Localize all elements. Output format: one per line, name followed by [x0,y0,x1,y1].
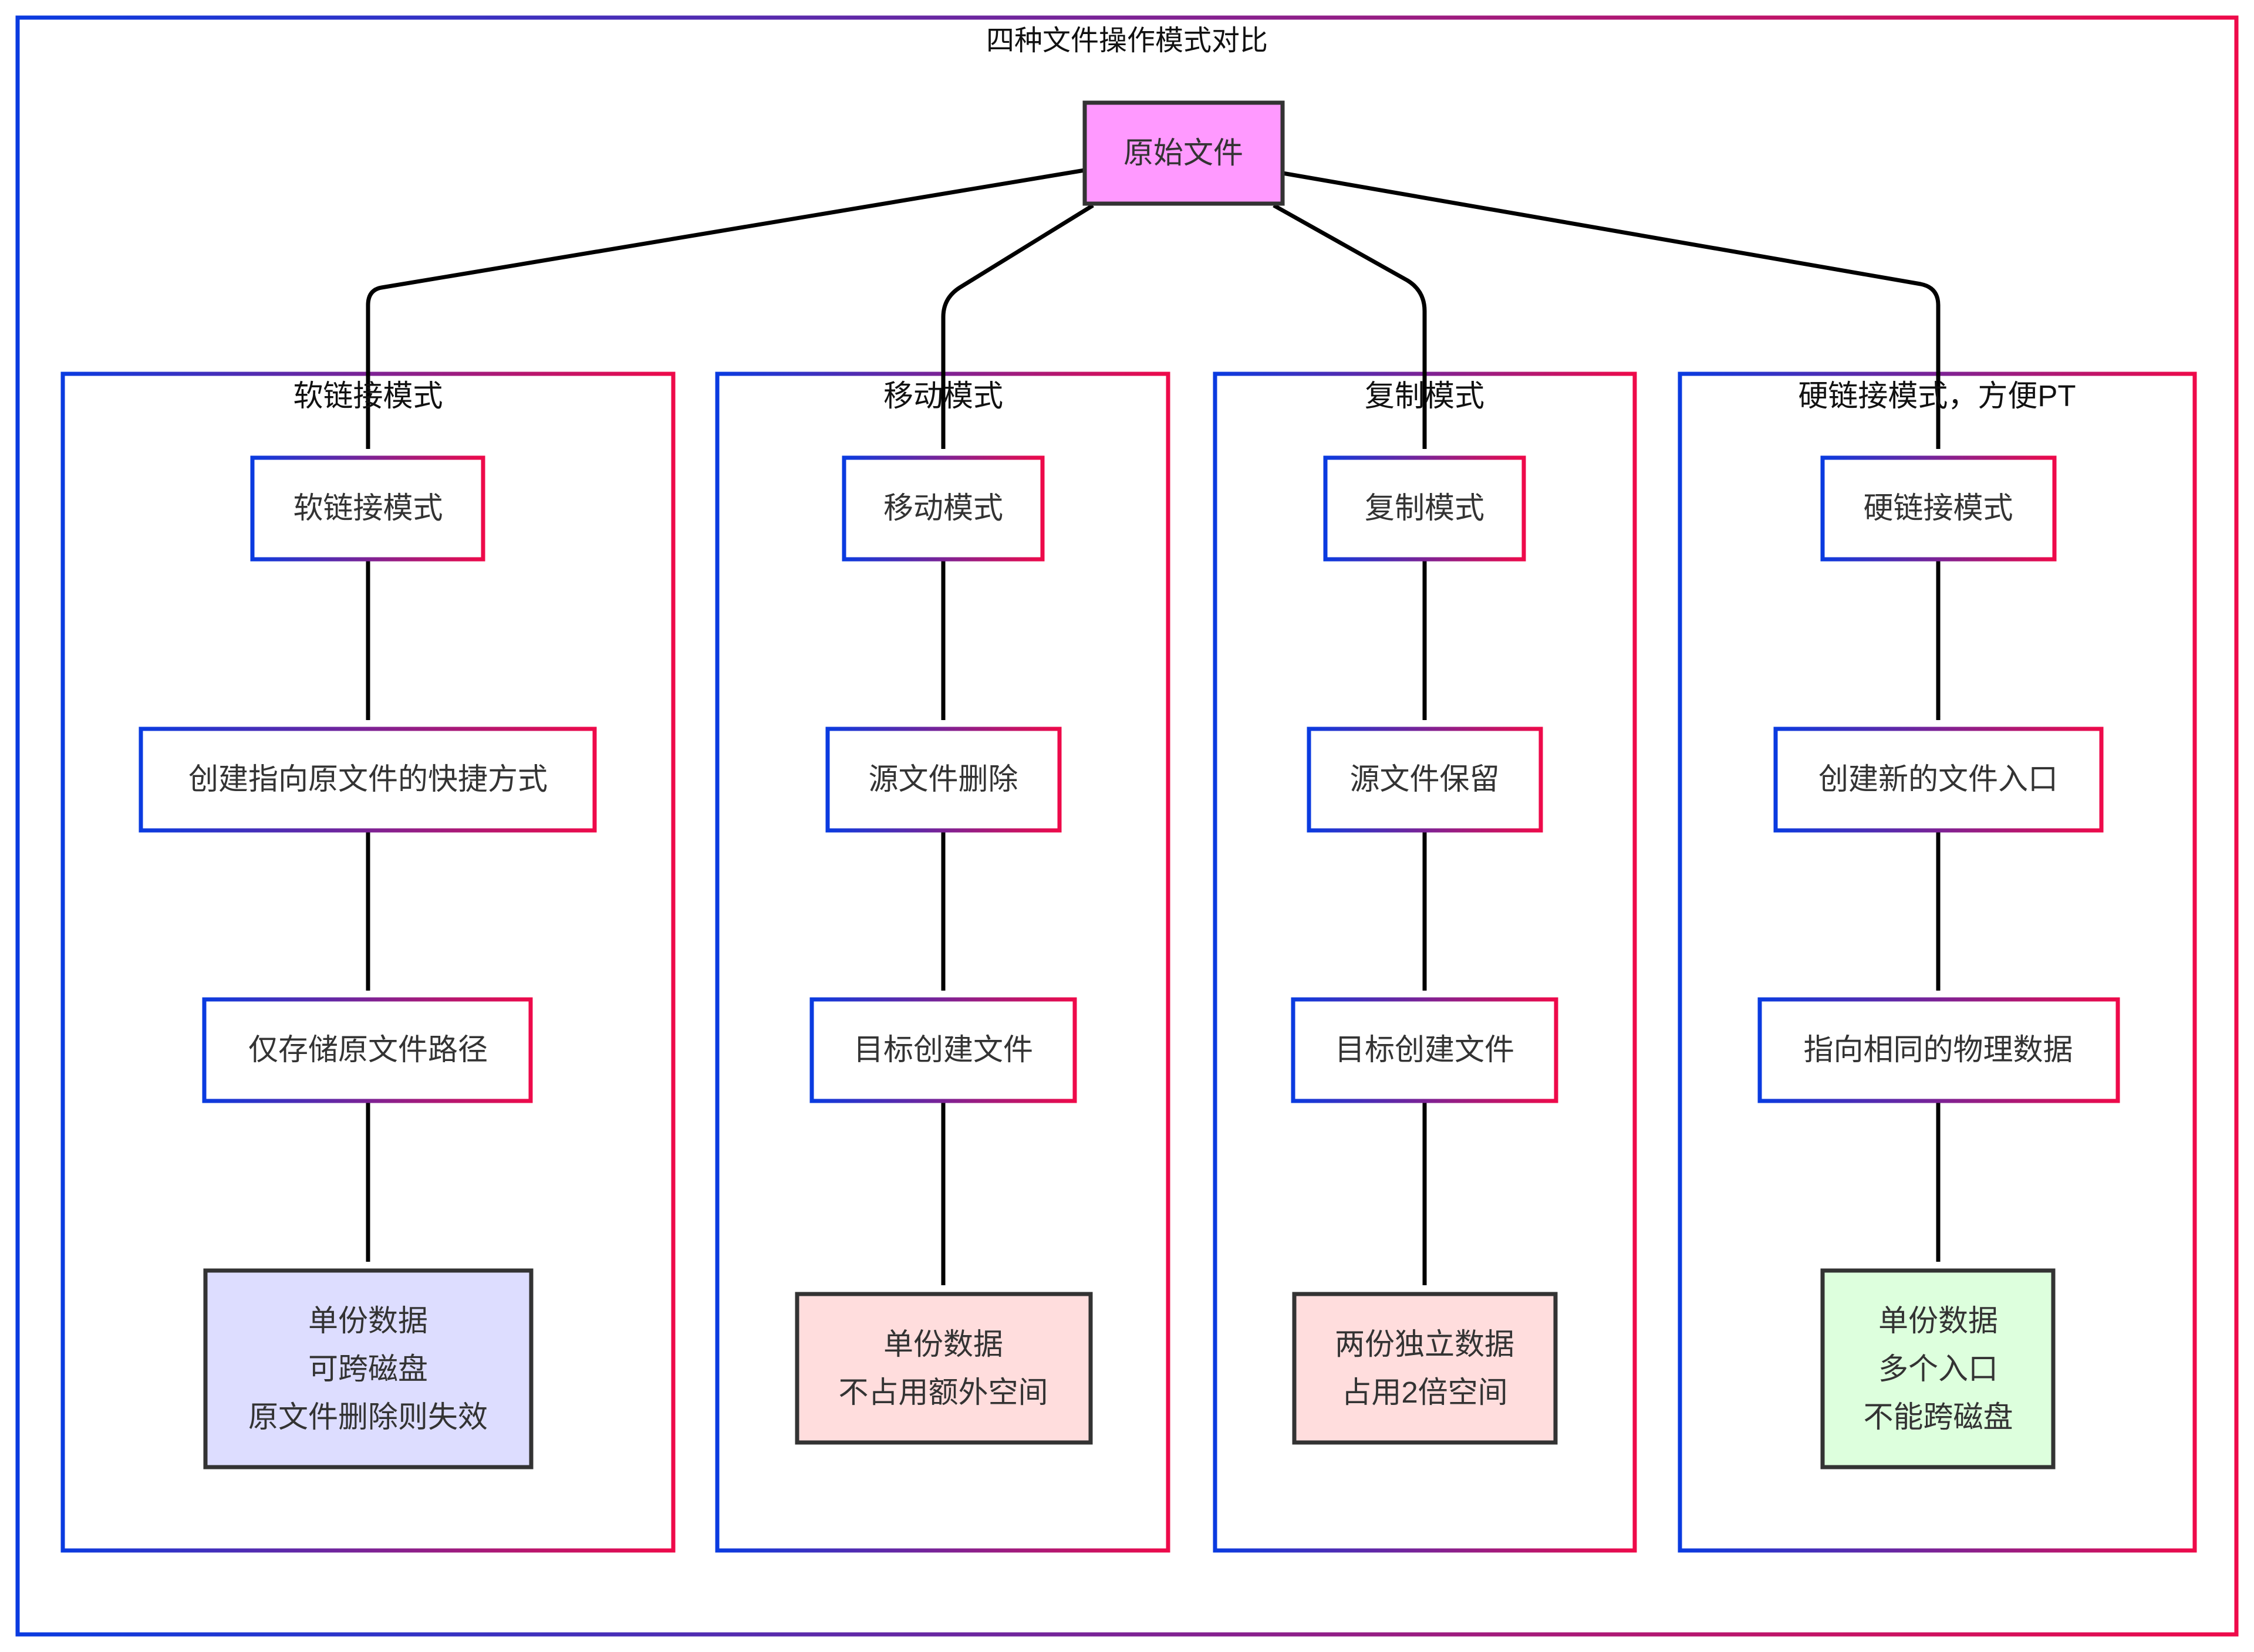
soft-link-result-line-3: 原文件删除则失效 [248,1400,488,1434]
soft-link-result-line-2: 可跨磁盘 [308,1352,428,1386]
edge-root-to-copy [1273,203,1427,450]
copy-result-line-2: 占用2倍空间 [1341,1376,1507,1409]
soft-link-step-2-box[interactable] [139,727,597,833]
edge-root-to-move [941,204,1094,450]
group-title-copy: 复制模式 [1365,379,1484,413]
root-node-label: 原始文件 [1123,136,1243,170]
move-step-1-label: 移动模式 [883,491,1003,525]
copy-step-3-box[interactable] [1291,997,1558,1103]
soft-link-step-1-label: 软链接模式 [293,491,443,525]
move-result-box[interactable] [795,1292,1093,1445]
copy-result-box[interactable] [1292,1292,1558,1445]
soft-link-result-box[interactable] [203,1268,534,1469]
hard-link-result-box[interactable] [1820,1268,2056,1469]
copy-step-2-label: 源文件保留 [1349,762,1499,796]
hard-link-step-2-label: 创建新的文件入口 [1818,762,2058,796]
root-node-box[interactable] [1082,100,1285,206]
group-title-hard-link: 硬链接模式，方便PT [1798,379,2076,413]
group-title-move: 移动模式 [883,379,1003,413]
group-title-soft-link: 软链接模式 [293,379,443,413]
copy-step-2-box[interactable] [1307,727,1543,833]
copy-result-line-1: 两份独立数据 [1335,1327,1514,1361]
soft-link-step-3-label: 仅存储原文件路径 [248,1033,488,1066]
move-step-1-box[interactable] [842,455,1045,562]
hard-link-result-line-3: 不能跨磁盘 [1863,1400,2013,1434]
hard-link-step-1-label: 硬链接模式 [1863,491,2013,525]
move-step-2-label: 源文件删除 [868,762,1018,796]
hard-link-step-2-box[interactable] [1773,727,2104,833]
hard-link-result-line-2: 多个入口 [1878,1352,1998,1386]
edges-layer [366,168,1941,1286]
hard-link-step-3-label: 指向相同的物理数据 [1803,1033,2073,1066]
soft-link-step-3-box[interactable] [202,997,533,1103]
copy-step-3-label: 目标创建文件 [1335,1033,1514,1066]
move-result-line-1: 单份数据 [883,1327,1003,1361]
edge-root-to-soft-link [366,168,1085,450]
move-result-line-2: 不占用额外空间 [838,1376,1048,1409]
copy-step-1-label: 复制模式 [1365,491,1484,525]
hard-link-result-line-1: 单份数据 [1878,1304,1998,1337]
diagram-title: 四种文件操作模式对比 [986,25,1268,56]
move-step-2-box[interactable] [825,727,1062,833]
outer-frame [15,15,2239,1637]
move-step-3-box[interactable] [809,997,1077,1103]
move-step-3-label: 目标创建文件 [853,1033,1033,1066]
copy-step-1-box[interactable] [1323,455,1526,562]
soft-link-step-1-box[interactable] [250,455,485,562]
hard-link-step-3-box[interactable] [1757,997,2120,1103]
hard-link-step-1-box[interactable] [1820,455,2057,562]
soft-link-step-2-label: 创建指向原文件的快捷方式 [188,762,548,796]
edge-root-to-hard-link [1282,171,1941,450]
soft-link-result-line-1: 单份数据 [308,1304,428,1337]
